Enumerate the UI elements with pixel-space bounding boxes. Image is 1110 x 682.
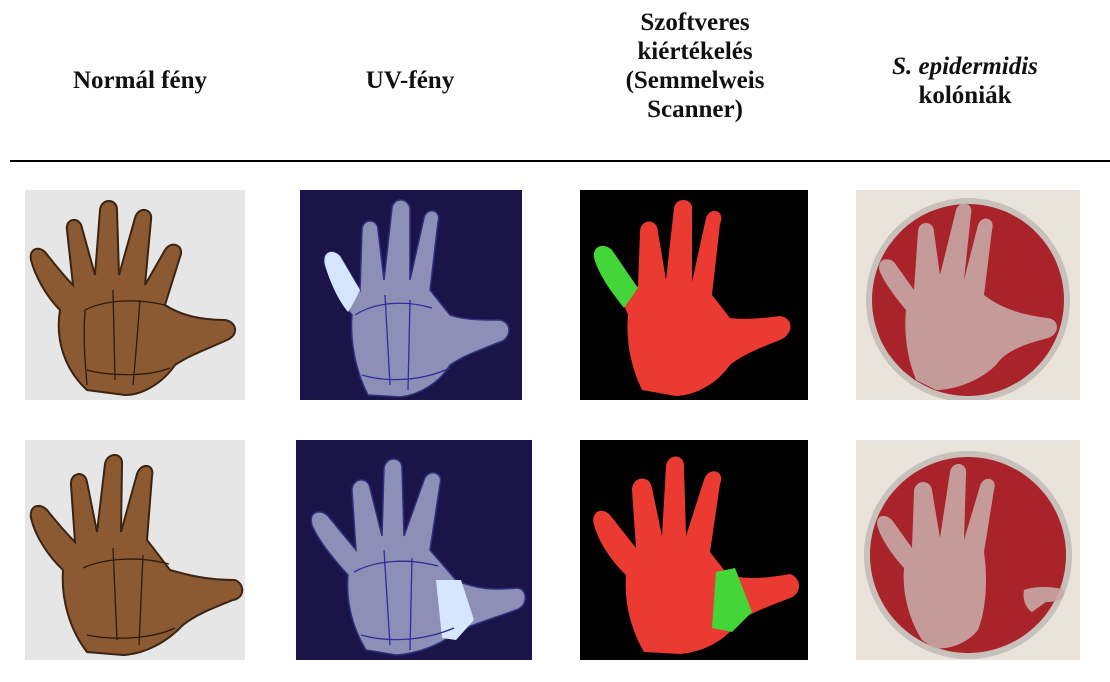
hand-icon (622, 199, 791, 396)
column-header-software-evaluation: Szoftveres kiértékelés (Semmelweis Scann… (625, 9, 765, 123)
hand-photo-uv-light-row1 (300, 190, 522, 400)
hand-photo-normal-light-row1 (25, 190, 245, 400)
petri-dish-colonies-row1 (856, 190, 1080, 400)
hand-icon (310, 458, 526, 656)
header-rule (10, 160, 1110, 162)
hand-icon (29, 200, 236, 397)
hand-photo-uv-light-row2 (296, 440, 532, 660)
hand-segmentation-mask-row2 (580, 440, 808, 660)
column-header-normal-light: Normál fény (73, 67, 207, 94)
species-name: S. epidermidis (892, 53, 1038, 80)
hand-icon (29, 454, 244, 657)
hand-photo-normal-light-row2 (25, 440, 245, 660)
hand-segmentation-mask-row1 (580, 190, 808, 400)
petri-dish-colonies-row2 (856, 440, 1080, 660)
column-header-colonies: S. epidermidis kolóniák (892, 53, 1038, 109)
column-header-uv-light: UV-fény (365, 67, 455, 94)
table-header: Normál fény UV-fény Szoftveres kiértékel… (0, 0, 1110, 160)
